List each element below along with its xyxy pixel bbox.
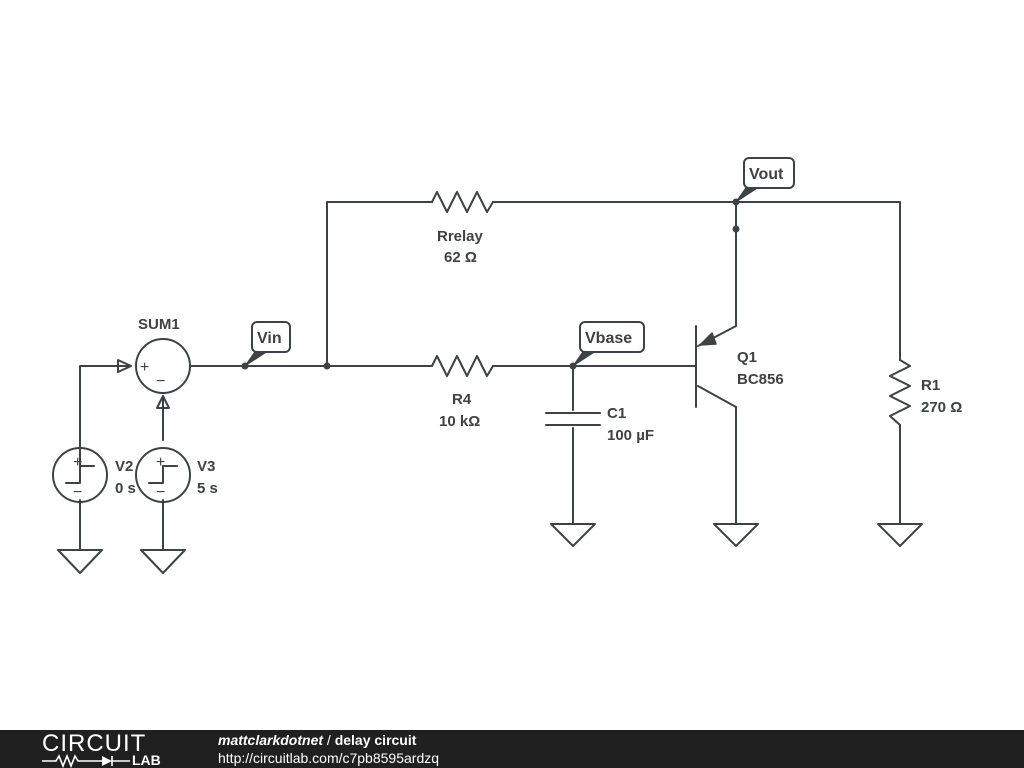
v3-value: 5 s (197, 480, 218, 497)
circuitlab-logo[interactable]: CIRCUIT LAB (42, 732, 182, 768)
r1-value: 270 Ω (921, 399, 962, 416)
r4-label: R4 (452, 391, 472, 408)
r4-resistor[interactable]: R4 10 kΩ (431, 355, 494, 430)
net-label-vout-text: Vout (749, 166, 784, 183)
net-label-vin[interactable]: Vin (245, 321, 291, 366)
r1-resistor[interactable]: R1 270 Ω (889, 359, 962, 426)
junctions (241, 198, 740, 370)
q1-pnp-transistor[interactable]: Q1 BC856 (695, 325, 784, 408)
footer-bar: CIRCUIT LAB mattclarkdotnet / delay circ… (0, 730, 1024, 768)
junction-collector (732, 225, 740, 233)
v3-minus-sign: − (156, 484, 165, 501)
net-label-vout[interactable]: Vout (736, 157, 795, 202)
rrelay-label: Rrelay (437, 228, 484, 245)
ground-v3 (140, 549, 186, 574)
ground-q1 (713, 523, 759, 547)
wires (79, 201, 901, 551)
q1-value: BC856 (737, 371, 784, 388)
v2-plus-sign: + (73, 454, 82, 471)
v3-plus-sign: + (156, 454, 165, 471)
v2-value: 0 s (115, 480, 136, 497)
owner-link[interactable]: mattclarkdotnet (218, 732, 324, 748)
rrelay-value: 62 Ω (444, 249, 477, 266)
r4-value: 10 kΩ (439, 413, 480, 430)
net-label-vbase-text: Vbase (585, 330, 632, 347)
ground-v2 (57, 549, 103, 574)
rrelay-resistor[interactable]: Rrelay 62 Ω (431, 191, 494, 266)
ground-symbols (57, 523, 923, 574)
q1-label: Q1 (737, 349, 757, 366)
ground-r1 (877, 523, 923, 547)
logo-resistor-diode-icon (42, 754, 130, 768)
circuit-title: delay circuit (334, 732, 417, 748)
byline-separator: / (323, 732, 335, 748)
sum1-summing-block[interactable]: + − SUM1 (117, 316, 191, 409)
logo-circuit-text: CIRCUIT (42, 730, 147, 757)
v2-minus-sign: − (73, 484, 82, 501)
sum1-plus-sign: + (140, 359, 149, 376)
sum1-label: SUM1 (138, 316, 180, 333)
v2-label: V2 (115, 458, 133, 475)
c1-label: C1 (607, 405, 626, 422)
c1-value: 100 µF (607, 427, 654, 444)
c1-capacitor[interactable]: C1 100 µF (545, 405, 654, 444)
sum1-minus-sign: − (156, 373, 165, 390)
net-label-vbase[interactable]: Vbase (573, 321, 645, 366)
net-label-vin-text: Vin (257, 330, 282, 347)
logo-lab-text: LAB (132, 752, 161, 768)
junction-rrelay-left (323, 362, 331, 370)
ground-c1 (550, 523, 596, 547)
v2-step-source[interactable]: + − V2 0 s (52, 447, 136, 503)
circuit-url-link[interactable]: http://circuitlab.com/c7pb8595ardzq (218, 750, 440, 766)
r1-label: R1 (921, 377, 940, 394)
v3-step-source[interactable]: + − V3 5 s (135, 447, 218, 503)
circuit-schematic: + − SUM1 + − V2 0 s + − V3 5 s Rrelay 62… (52, 157, 962, 574)
circuit-byline: mattclarkdotnet / delay circuit (218, 732, 416, 749)
v3-label: V3 (197, 458, 215, 475)
